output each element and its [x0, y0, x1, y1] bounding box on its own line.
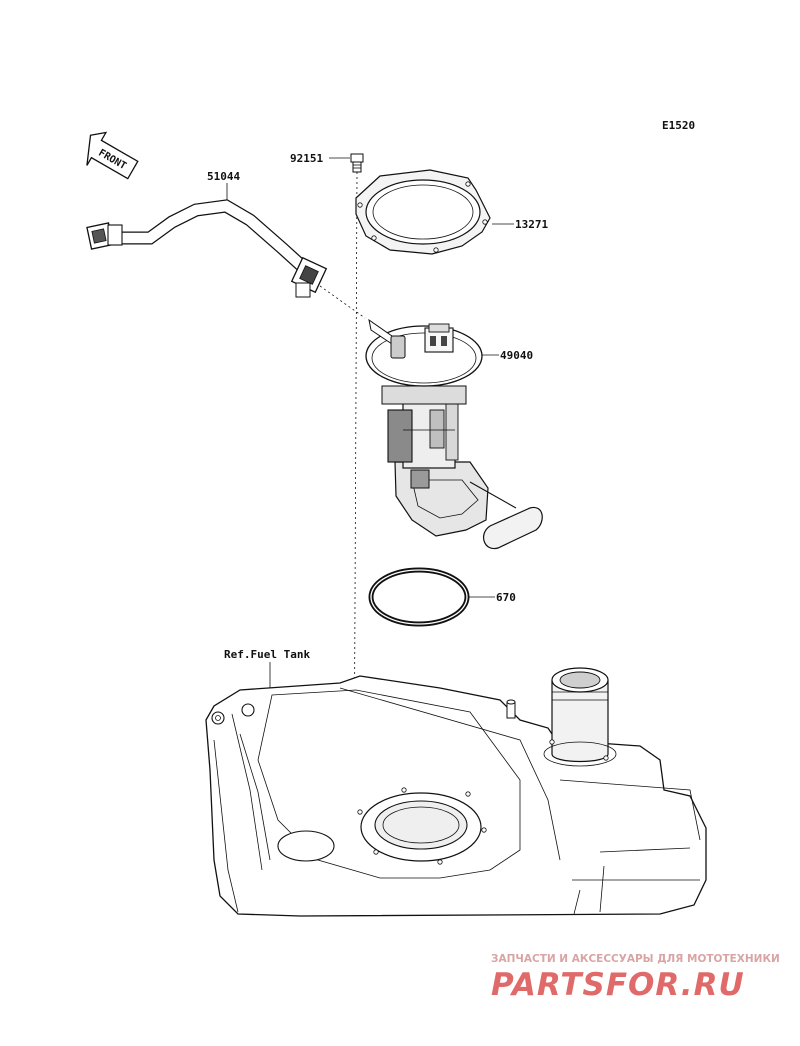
part-labels: 92151 13271 51044 49040 670 Ref.Fuel Tan… [207, 152, 548, 688]
bolt-92151 [350, 153, 364, 173]
part-label-670: 670 [496, 591, 516, 604]
watermark-tagline: ЗАПЧАСТИ И АКСЕССУАРЫ ДЛЯ МОТОТЕХНИКИ [491, 953, 780, 965]
front-arrow-icon: FRONT [86, 131, 139, 180]
watermark-brand: PARTSFOR.RU [491, 967, 745, 1003]
part-label-13271: 13271 [515, 218, 548, 231]
fuel-pump-49040 [365, 318, 543, 550]
plate-13271 [355, 169, 491, 255]
reference-label-fuel-tank: Ref.Fuel Tank [224, 648, 310, 661]
fuel-hose-51044 [86, 199, 328, 298]
part-label-51044: 51044 [207, 170, 240, 183]
o-ring-670 [368, 567, 470, 627]
fuel-tank-reference [205, 667, 707, 917]
diagram-code: E1520 [662, 119, 695, 132]
watermark: ЗАПЧАСТИ И АКСЕССУАРЫ ДЛЯ МОТОТЕХНИКИ PA… [491, 953, 780, 1003]
part-label-49040: 49040 [500, 349, 533, 362]
part-label-92151: 92151 [290, 152, 323, 165]
